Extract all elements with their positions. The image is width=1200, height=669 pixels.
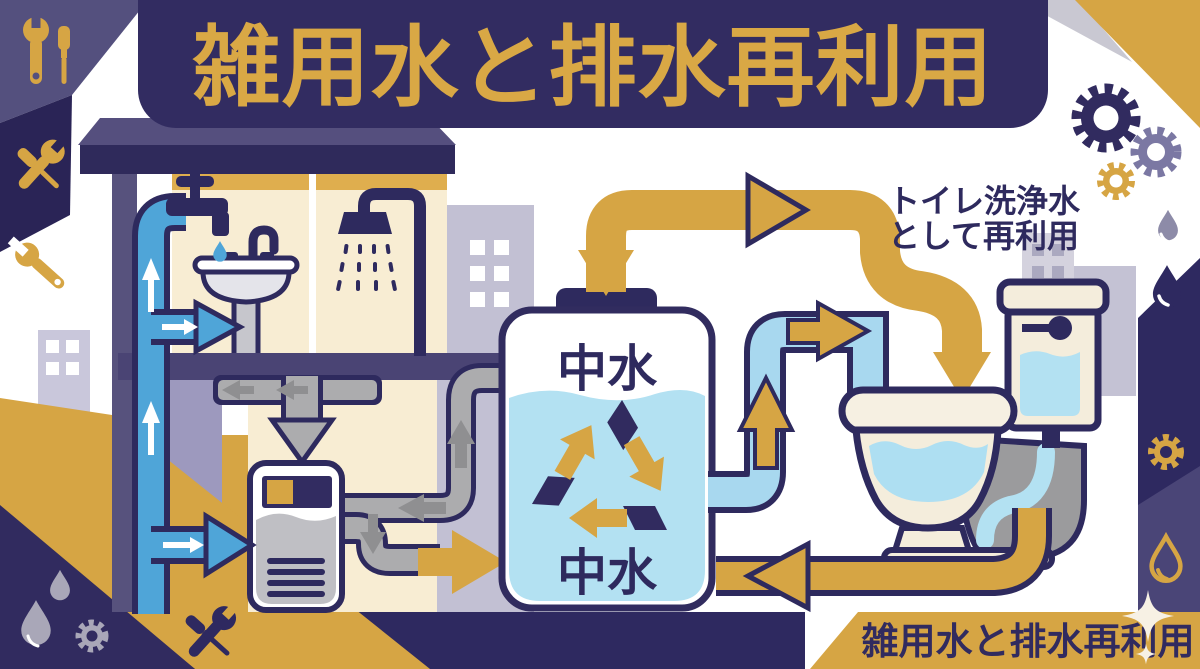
sparkle-icon <box>1122 590 1174 665</box>
white-flow-arrows <box>142 258 204 553</box>
gear-icon <box>1097 162 1135 200</box>
down-arrow-icon <box>360 514 386 554</box>
wrench-icon <box>23 6 49 84</box>
treatment-unit <box>247 460 345 613</box>
screwdriver-icon <box>58 26 70 84</box>
title-banner: 雑用水と排水再利用 <box>138 0 1048 128</box>
recycle-icon <box>531 400 667 538</box>
gold-down-arrow-icon <box>578 250 634 296</box>
footer-banner-text: 雑用水と排水再利用 <box>861 620 1195 663</box>
gold-right-arrow-icon <box>418 530 506 594</box>
cistern-lid <box>996 278 1110 316</box>
water-drop-icon <box>21 569 70 648</box>
left-arrow-icon <box>276 380 308 400</box>
bowl-water <box>869 441 988 502</box>
gold-right-arrow-icon <box>786 299 873 363</box>
light-blue-loop <box>708 299 889 513</box>
toilet-note-line2: として再利用 <box>888 217 1079 255</box>
cistern-water <box>1020 351 1080 416</box>
toilet-rim <box>838 386 1018 436</box>
crossed-tools-icon <box>185 600 241 657</box>
unit-tank-pipes <box>342 363 506 594</box>
footer-banner: 雑用水と排水再利用 <box>810 612 1200 669</box>
gear-icon <box>1148 434 1184 470</box>
gear-icon <box>75 619 109 653</box>
shower-icon <box>336 188 426 356</box>
wrench-icon <box>7 236 65 289</box>
gold-left-arrow-icon <box>742 539 811 613</box>
page-title: 雑用水と排水再利用 <box>191 16 993 119</box>
faucet-icon <box>166 170 229 262</box>
roof-front <box>80 145 455 174</box>
drain-collector-pipes <box>213 375 382 467</box>
gear-cluster <box>1071 83 1182 200</box>
room-shower <box>316 174 447 353</box>
gold-up-arrow-icon <box>736 373 796 470</box>
down-arrow-icon <box>267 417 337 467</box>
gold-return-pipe <box>716 508 1052 613</box>
tank-label-bottom: 中水 <box>557 544 658 602</box>
tank-icon: 中水 中水 <box>498 288 716 612</box>
blue-arrow-icon <box>203 511 257 579</box>
up-arrow-icon <box>447 420 475 468</box>
flush-button <box>1048 316 1072 340</box>
gear-icon <box>1130 126 1182 178</box>
tank-water <box>509 389 705 601</box>
gold-down-arrow-icon <box>933 352 991 400</box>
toilet-note: トイレ洗浄水 として再利用 <box>888 182 1081 255</box>
gold-supply-loop <box>578 171 991 400</box>
gear-icon <box>1071 83 1141 153</box>
crossed-tools-icon <box>17 133 70 189</box>
gold-corner-triangle <box>1075 0 1200 128</box>
toilet-note-line1: トイレ洗浄水 <box>888 182 1081 220</box>
left-arrow-icon <box>222 380 254 400</box>
tank-label-top: 中水 <box>557 340 658 398</box>
water-drop-icon <box>1152 209 1182 309</box>
gold-right-arrow-icon <box>745 171 811 249</box>
corner-top-left <box>0 0 148 289</box>
drip-icon <box>213 241 227 262</box>
left-arrow-icon <box>398 494 446 522</box>
